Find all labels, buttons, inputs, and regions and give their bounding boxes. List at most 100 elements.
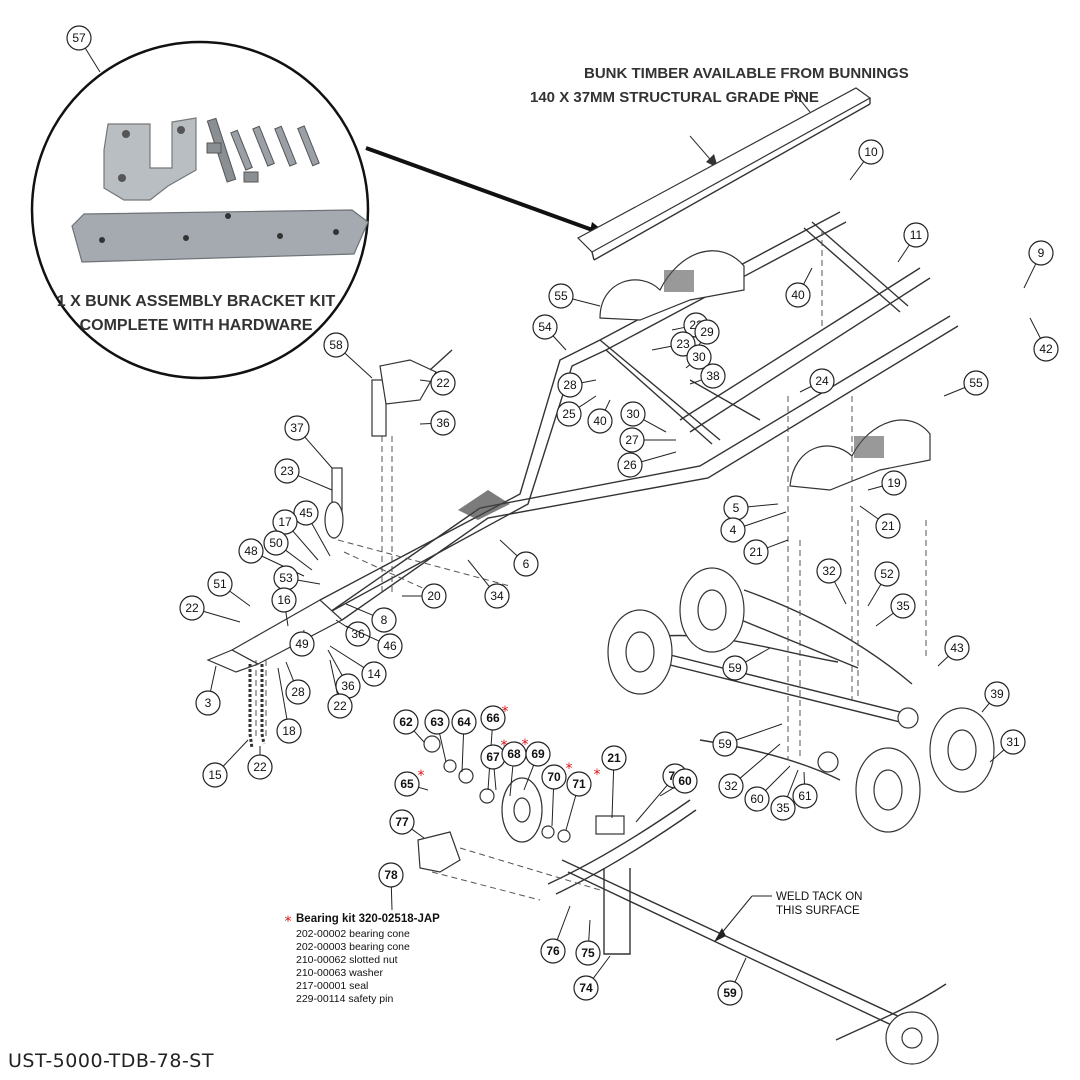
bubble-ring	[984, 681, 1010, 707]
bubble-label: 22	[333, 699, 347, 713]
bubble-label: 11	[910, 228, 923, 242]
bracket-kit-inset: 1 X BUNK ASSEMBLY BRACKET KIT COMPLETE W…	[30, 40, 370, 380]
part-bubble: 70	[541, 764, 567, 827]
bubble-label: 39	[990, 687, 1004, 701]
bubble-leader	[659, 786, 675, 797]
part-bubble: 15	[202, 739, 249, 788]
bubble-leader	[439, 733, 447, 763]
bubble-leader	[413, 730, 425, 743]
bubble-leader	[229, 590, 251, 607]
bubble-leader	[390, 886, 393, 911]
bubble-label: 26	[623, 458, 637, 472]
bubble-ring	[378, 862, 404, 888]
part-number-footer: UST-5000-TDB-78-ST	[8, 1050, 214, 1072]
part-bubble: 53	[273, 565, 321, 591]
bubble-leader	[523, 765, 535, 791]
part-bubble: 51	[207, 571, 251, 607]
bubble-label: 59	[718, 737, 732, 751]
bubble-ring	[556, 401, 582, 427]
bubble-ring	[430, 410, 456, 436]
part-bubble: 22	[247, 746, 273, 780]
part-bubble: 57	[66, 25, 101, 73]
bubble-leader	[736, 723, 783, 741]
part-bubble: 60	[744, 765, 791, 812]
bubble-ring	[785, 282, 811, 308]
bubble-label: 36	[436, 416, 450, 430]
bubble-ring	[557, 372, 583, 398]
bubble-ring	[573, 975, 599, 1001]
bubble-leader	[803, 771, 805, 785]
part-bubble: 6	[499, 539, 539, 577]
bearing-kit-title: Bearing kit 320-02518-JAP	[296, 913, 440, 925]
part-bubble: 22	[327, 659, 353, 719]
bubble-label: 58	[329, 338, 343, 352]
bubble-leader	[461, 733, 465, 773]
bubble-ring	[293, 500, 319, 526]
part-bubble: 28	[557, 372, 597, 398]
bubble-leader	[304, 436, 333, 469]
bubble-label: 38	[706, 369, 720, 383]
bubble-leader	[411, 828, 425, 839]
inset-arrow	[365, 146, 610, 240]
part-bubble: 63	[424, 709, 450, 763]
bubble-label: 63	[430, 715, 444, 729]
bubble-label: 40	[593, 414, 607, 428]
bubble-ring	[874, 561, 900, 587]
bubble-ring	[327, 693, 353, 719]
bubble-leader	[565, 795, 577, 831]
bubble-label: 43	[950, 641, 964, 655]
bearing-marker: *	[522, 737, 529, 753]
bubble-label: 53	[279, 571, 293, 585]
bubble-ring	[484, 583, 510, 609]
part-bubble: 67	[480, 744, 506, 791]
part-bubble: 36	[419, 410, 456, 436]
part-bubble: 40	[785, 267, 813, 308]
bubble-label: 23	[676, 337, 690, 351]
bubble-ring	[720, 517, 746, 543]
bearing-markers: * * * * * *	[418, 704, 601, 784]
hardware-photo	[206, 117, 320, 183]
bubble-ring	[271, 587, 297, 613]
bubble-label: 74	[579, 981, 593, 995]
part-bubble: 35	[770, 769, 799, 821]
bearing-kit-item: 210-00062 slotted nut	[296, 954, 398, 966]
bubble-leader	[418, 786, 429, 791]
bubble-leader	[1029, 317, 1041, 339]
bubble-leader	[297, 475, 333, 491]
bubble-label: 60	[678, 774, 692, 788]
bubble-ring	[717, 980, 743, 1006]
bubble-leader	[849, 161, 865, 181]
part-bubble: 65	[394, 771, 429, 797]
bubble-leader	[643, 419, 667, 433]
part-bubble: 30	[620, 401, 667, 433]
bubble-ring	[513, 551, 539, 577]
bubble-label: 19	[887, 476, 901, 490]
part-bubble: 20	[402, 583, 447, 609]
bubble-leader	[943, 387, 966, 397]
bubble-label: 31	[1006, 735, 1020, 749]
bubble-label: 37	[290, 421, 304, 435]
bubble-leader	[734, 957, 747, 983]
bubble-label: 55	[969, 376, 983, 390]
part-bubble: 22	[419, 370, 456, 396]
bubble-ring	[617, 452, 643, 478]
part-bubble: 9	[1023, 240, 1054, 289]
bubble-ring	[743, 539, 769, 565]
part-bubble: 14	[329, 645, 387, 687]
part-bubble: 60	[659, 768, 698, 797]
bubble-ring	[903, 222, 929, 248]
bubble-leader	[937, 655, 949, 667]
bubble-leader	[897, 244, 910, 263]
bubble-label: 21	[749, 545, 763, 559]
bubble-label: 57	[72, 31, 86, 45]
bubble-label: 54	[538, 320, 552, 334]
part-bubble: 31	[989, 729, 1026, 763]
part-bubble: 40	[587, 399, 613, 434]
part-bubble: 48	[238, 538, 305, 577]
bunk-timber-line2: 140 X 37MM STRUCTURAL GRADE PINE	[530, 89, 819, 106]
bubble-ring	[421, 583, 447, 609]
bubble-label: 3	[205, 696, 212, 710]
part-bubble: 21	[859, 505, 901, 539]
bubble-ring	[858, 139, 884, 165]
